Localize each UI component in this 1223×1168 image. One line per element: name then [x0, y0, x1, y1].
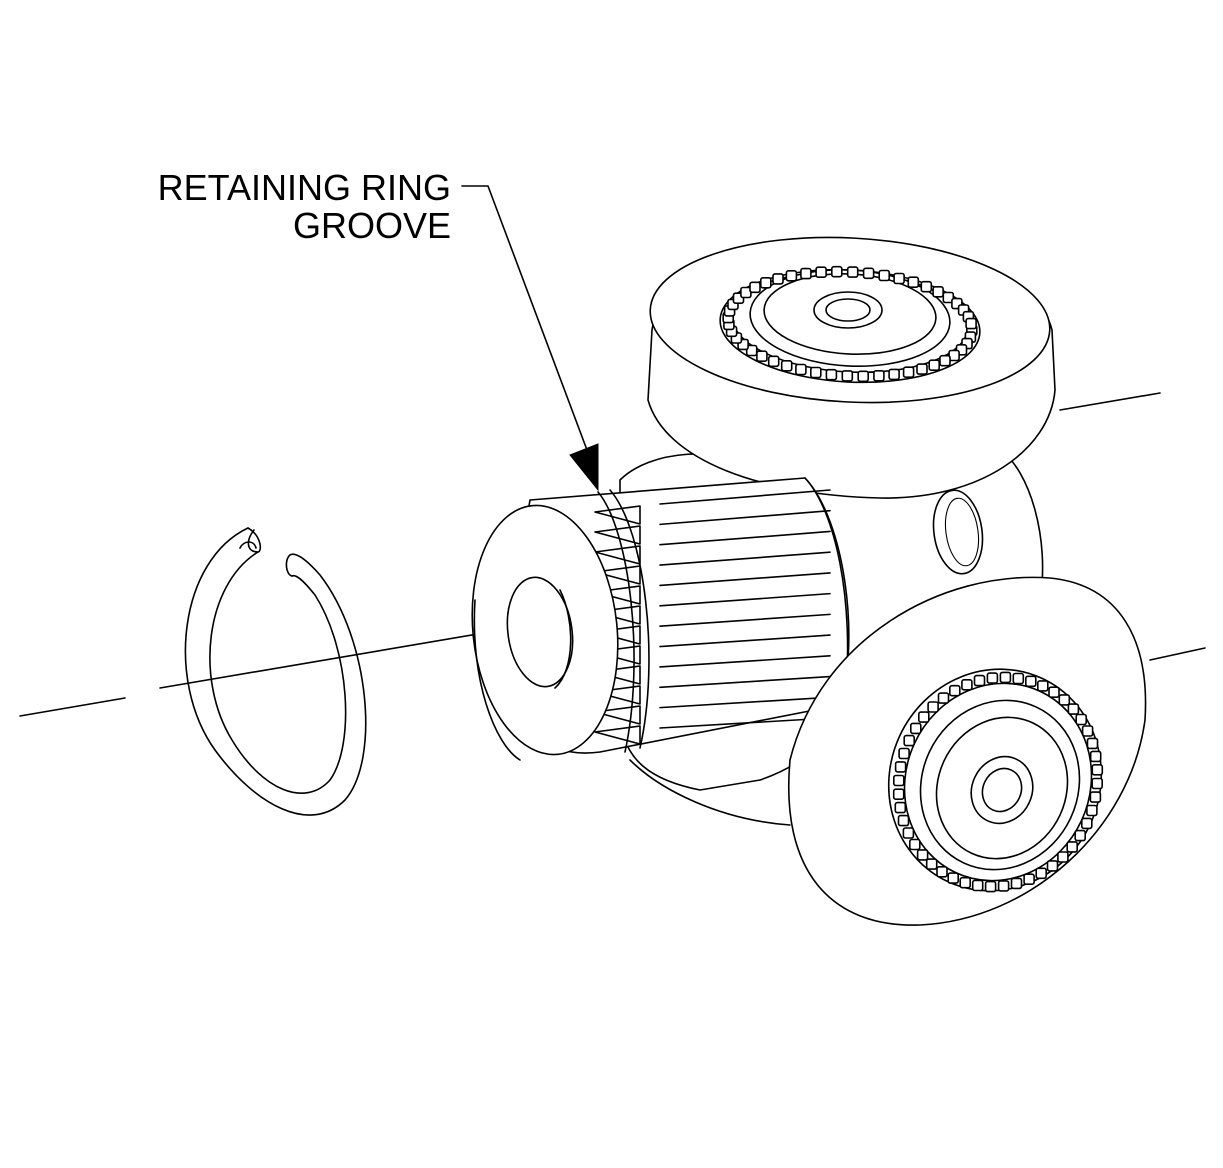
- lower-roller-needle-bearings: [892, 671, 1104, 893]
- callout-label-line2: GROOVE: [292, 205, 451, 246]
- callout-leader: [461, 185, 599, 492]
- lower-roller: [788, 576, 1147, 926]
- upper-roller: [647, 236, 1056, 499]
- retaining-ring: [184, 527, 367, 816]
- upper-roller-needle-bearings: [722, 265, 978, 383]
- callout-label-line1: RETAINING RING: [157, 167, 451, 208]
- callout-arrowhead: [569, 443, 599, 492]
- splined-stem: [471, 477, 850, 761]
